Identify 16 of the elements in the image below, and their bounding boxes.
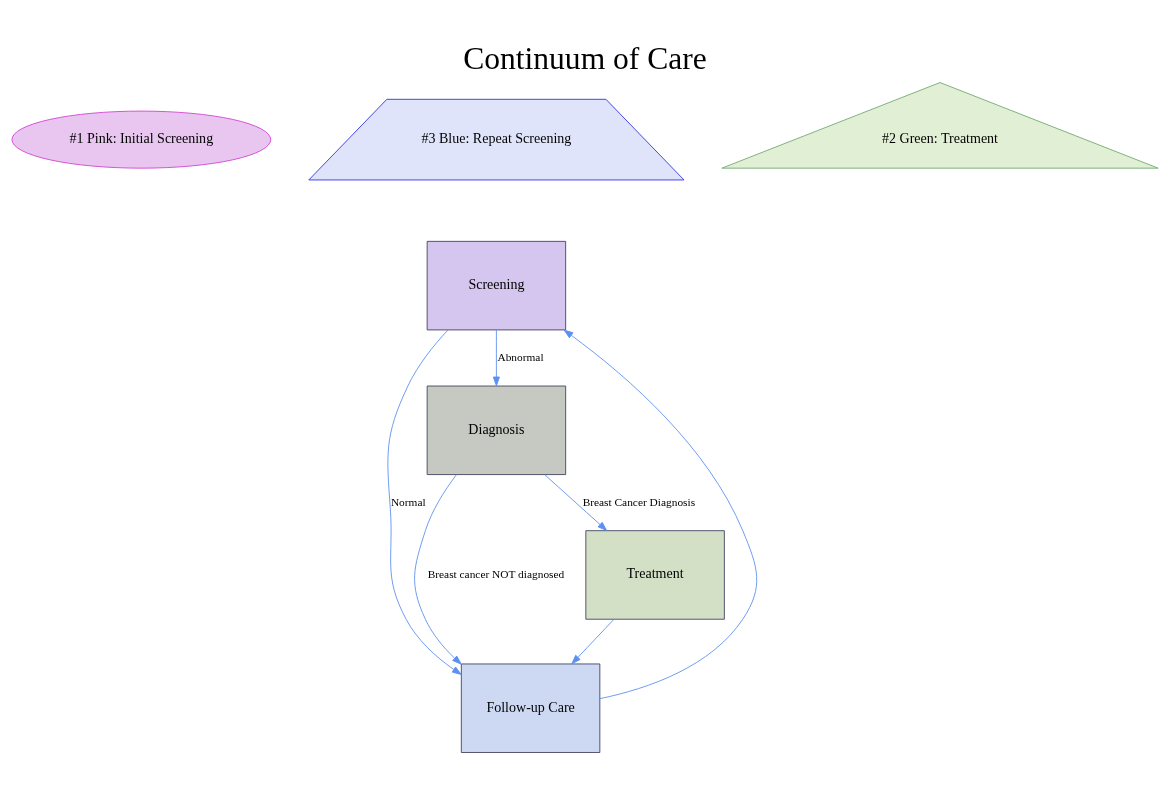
- node-box: Screening: [426, 240, 567, 330]
- arrow: [414, 473, 462, 665]
- arrow: [387, 329, 462, 675]
- node-ellipse: #1 Pink: Initial Screening: [11, 110, 272, 169]
- node-box: Follow-up Care: [460, 663, 601, 753]
- diagram-title: Continuum of Care: [463, 40, 707, 76]
- edge-label: Breast Cancer Diagnosis: [582, 495, 696, 508]
- arrow: [563, 329, 758, 699]
- edge-label: Normal: [390, 495, 426, 508]
- edge-label: Abnormal: [497, 350, 544, 363]
- arrow: [571, 618, 615, 664]
- node-box: Diagnosis: [426, 385, 567, 475]
- arrow: [492, 329, 500, 386]
- node-box: Treatment: [585, 529, 725, 620]
- arrow: [544, 473, 608, 531]
- edge-label: Breast cancer NOT diagnosed: [427, 567, 565, 580]
